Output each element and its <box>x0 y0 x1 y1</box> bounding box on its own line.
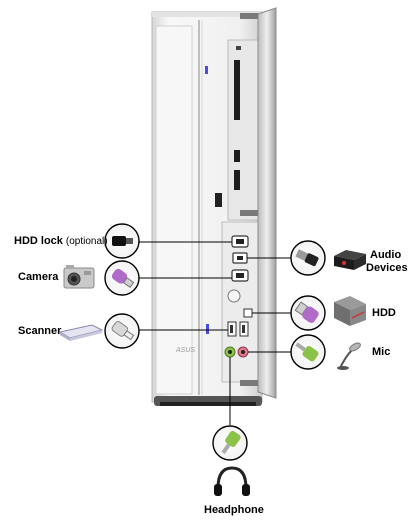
front-button <box>227 289 241 303</box>
camera-callout <box>104 260 140 296</box>
card-slot <box>234 170 240 190</box>
label-audio-devices-line2: Devices <box>366 262 408 274</box>
key-icon <box>112 236 133 246</box>
speaker-device-icon <box>334 250 366 270</box>
label-hdd-lock: HDD lock(optional) <box>14 235 108 247</box>
scanner-callout <box>104 313 140 349</box>
esata-port <box>243 308 253 318</box>
label-mic: Mic <box>372 346 390 358</box>
hdd-led <box>206 324 209 334</box>
hdd-callout <box>290 295 326 331</box>
card-slot <box>234 150 240 162</box>
power-led <box>205 66 208 74</box>
label-camera: Camera <box>18 271 59 283</box>
external-drive-icon <box>334 296 366 326</box>
drive-bay-panel <box>227 39 259 221</box>
reset-switch <box>215 193 222 207</box>
hdd-lock-callout <box>104 223 140 259</box>
label-audio-devices-line1: Audio <box>370 249 401 261</box>
audio-devices-callout <box>290 240 326 276</box>
front-door <box>240 7 277 399</box>
callout-lines <box>138 241 292 425</box>
microphone-icon <box>337 342 361 370</box>
label-scanner: Scanner <box>18 325 62 337</box>
camera-icon <box>63 265 95 289</box>
mic-callout <box>290 334 326 370</box>
case-logo: ASUS <box>175 347 195 354</box>
optical-slot <box>234 60 240 120</box>
scanner-icon <box>58 324 104 341</box>
headphone-icon <box>214 466 250 496</box>
headphone-callout <box>212 425 248 461</box>
label-headphone: Headphone <box>204 504 264 516</box>
label-hdd: HDD <box>372 307 396 319</box>
